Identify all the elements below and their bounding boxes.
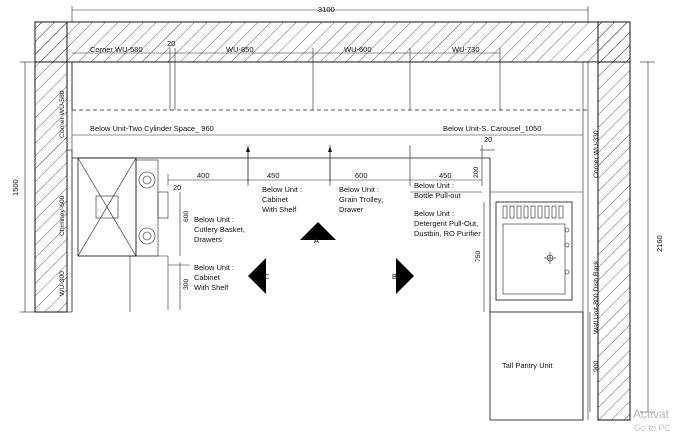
outer-dimensions: 3100 1500 2160 [11, 5, 664, 413]
wall-top [34, 21, 631, 63]
note-cutlery: Below Unit : Cutlery Basket, Drawers [194, 215, 247, 244]
dim-pantry-900: 900 [593, 360, 600, 372]
dim-450b: 450 [439, 171, 452, 180]
below-unit-dimensions: 400 450 600 450 200 [167, 145, 483, 186]
chimney-hob: 20 600 300 [77, 157, 190, 312]
note-cabinet-shelf-mid: Below Unit : Cabinet With Shelf [262, 185, 304, 214]
dim-gap-top: 20 [167, 39, 175, 48]
svg-text:C: C [264, 272, 270, 281]
note-detergent: Below Unit : Detergent Pull-Out, Dustbin… [414, 209, 481, 238]
note-cabinet-shelf-left: Below Unit : Cabinet With Shelf [194, 263, 236, 292]
dim-400: 400 [197, 171, 210, 180]
label-chimney: Chimney-600 [59, 195, 66, 236]
dim-height-left: 1500 [11, 179, 20, 196]
label-two-cylinder: Below Unit-Two Cylinder Space_ 960 [90, 124, 214, 133]
watermark: Activat Go to PC [633, 407, 672, 433]
dim-gap-right: 20 [484, 135, 492, 144]
below-unit-notes: Below Unit : Cabinet With Shelf Below Un… [168, 146, 482, 292]
dim-sink-750: 750 [475, 250, 482, 262]
label-wu-730: WU-730 [452, 45, 480, 54]
label-wu-850: WU-850 [226, 45, 254, 54]
dim-200: 200 [473, 166, 480, 178]
label-corner-wu-top: Corner WU-580 [90, 45, 143, 54]
dim-300: 300 [183, 278, 190, 290]
wall-left [34, 21, 68, 313]
dim-450a: 450 [267, 171, 280, 180]
left-wall-units: Corner WU-580 Chimney-600 WU-300 [59, 62, 73, 313]
section-marker-a [300, 222, 336, 240]
dim-gap-hob: 20 [173, 183, 181, 192]
svg-text:B: B [392, 272, 397, 281]
svg-text:A: A [314, 236, 319, 245]
label-corner-wu-right: Corner WU-330 [593, 130, 600, 178]
note-grain-trolley: Below Unit : Grain Trolley, Drawer [339, 185, 385, 214]
sink: 750 [475, 191, 583, 312]
walls [34, 21, 631, 421]
tall-pantry-unit: Tall Pantry Unit 900 [489, 311, 600, 421]
label-wu-600: WU-600 [344, 45, 372, 54]
note-bottle-pullout: Below Unit : Bottle Pull-out [414, 181, 462, 200]
burner-bottom [138, 227, 156, 245]
watermark-line1: Activat [633, 407, 670, 421]
section-markers: A B C [248, 222, 414, 294]
label-carousel: Below Unit-S. Carousel_1050 [443, 124, 541, 133]
label-corner-wu-left: Corner WU-580 [59, 90, 66, 138]
label-wu-300: WU-300 [59, 271, 66, 296]
section-marker-b [396, 258, 414, 294]
pantry-label: Tall Pantry Unit [502, 361, 553, 370]
dim-total-width: 3100 [318, 5, 335, 14]
dim-hob-600: 600 [183, 210, 190, 222]
section-marker-c [248, 258, 266, 294]
wall-right [597, 21, 631, 421]
label-wall-unit-dish-rack: Wall Unit-800 Dish Rack [593, 260, 600, 334]
base-counter: Below Unit-Two Cylinder Space_ 960 Below… [72, 124, 583, 312]
burner-top [138, 171, 156, 189]
dim-600: 600 [355, 171, 368, 180]
dim-height-right: 2160 [655, 235, 664, 252]
watermark-line2: Go to PC [634, 423, 672, 433]
